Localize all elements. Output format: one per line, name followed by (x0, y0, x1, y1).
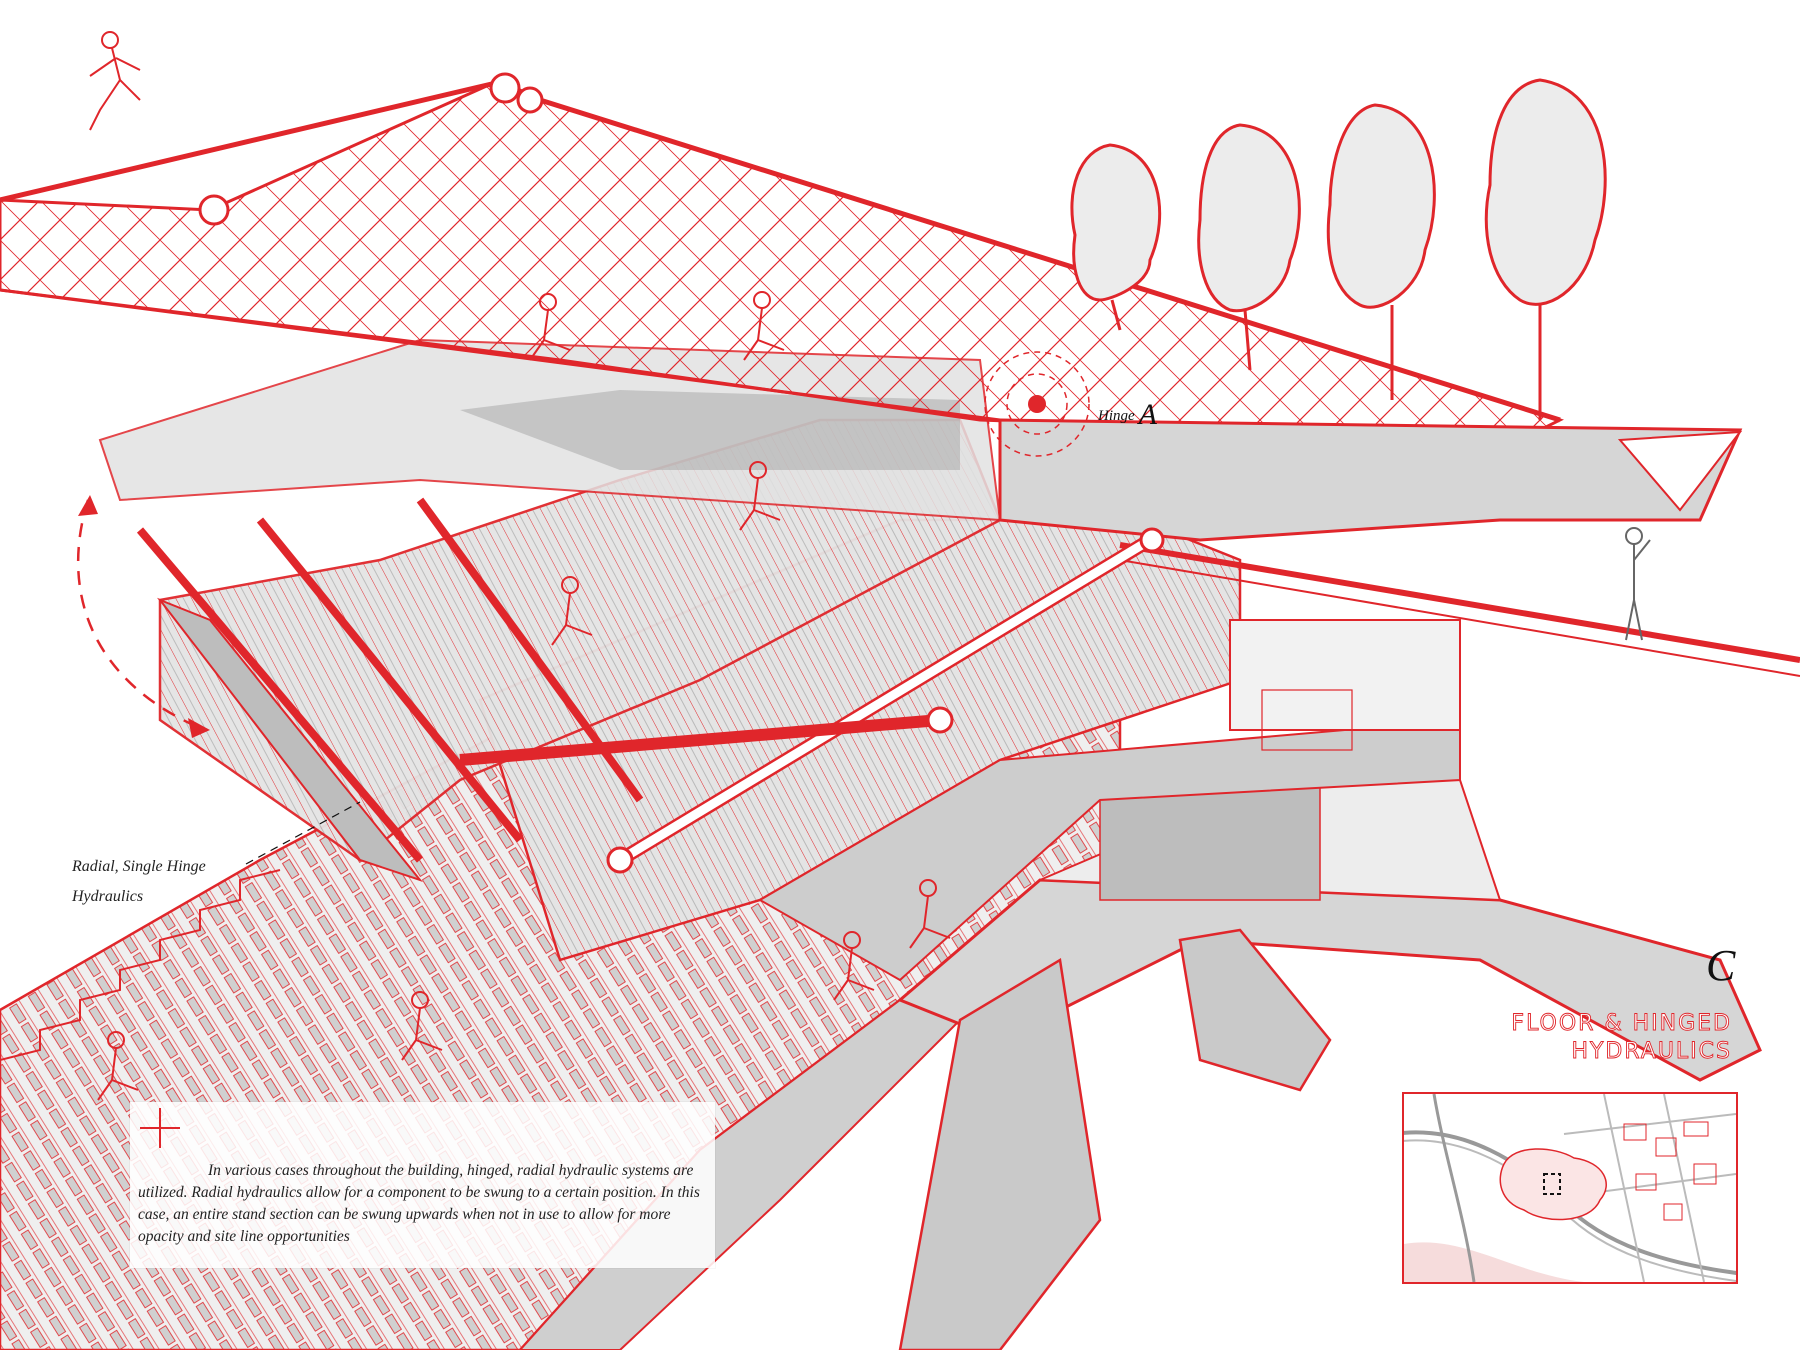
seated-figure (401, 991, 443, 1061)
description-text: In various cases throughout the building… (138, 1162, 700, 1245)
hinge-letter: A (1138, 398, 1157, 431)
tree-row (1070, 78, 1607, 420)
seated-figure (909, 879, 951, 949)
hinge-label-text: Hinge (1098, 408, 1135, 424)
section-marker: C (1706, 941, 1736, 990)
runner-figure (89, 31, 141, 131)
hydraulic-struts (136, 497, 1165, 874)
curved-arrow-icon (76, 495, 210, 738)
description-note: In various cases throughout the building… (130, 1102, 715, 1268)
roof-truss (0, 72, 1800, 677)
site-location-map (1402, 1092, 1738, 1284)
title-line-1: FLOOR & HINGED (1511, 1011, 1732, 1037)
target-icon (984, 351, 1090, 457)
title-line-2: HYDRAULICS (1571, 1039, 1732, 1065)
label-leader-line (245, 801, 361, 865)
seated-figure (551, 576, 593, 646)
radial-label-line2: Hydraulics (72, 888, 144, 905)
plus-icon (140, 1108, 180, 1148)
radial-hinge-label: Radial, Single Hinge Hydraulics (72, 852, 206, 912)
seated-figure (97, 1031, 139, 1101)
seated-figure (743, 291, 785, 361)
seated-figure (739, 461, 781, 531)
site-map-drawing (1404, 1094, 1736, 1282)
seated-figure (529, 293, 571, 361)
standing-figure (1625, 527, 1651, 641)
seated-figure (833, 931, 875, 1001)
radial-label-line1: Radial, Single Hinge (72, 858, 206, 875)
drawing-title: FLOOR & HINGED HYDRAULICS (1511, 1010, 1732, 1066)
people-figures (89, 31, 1651, 1101)
